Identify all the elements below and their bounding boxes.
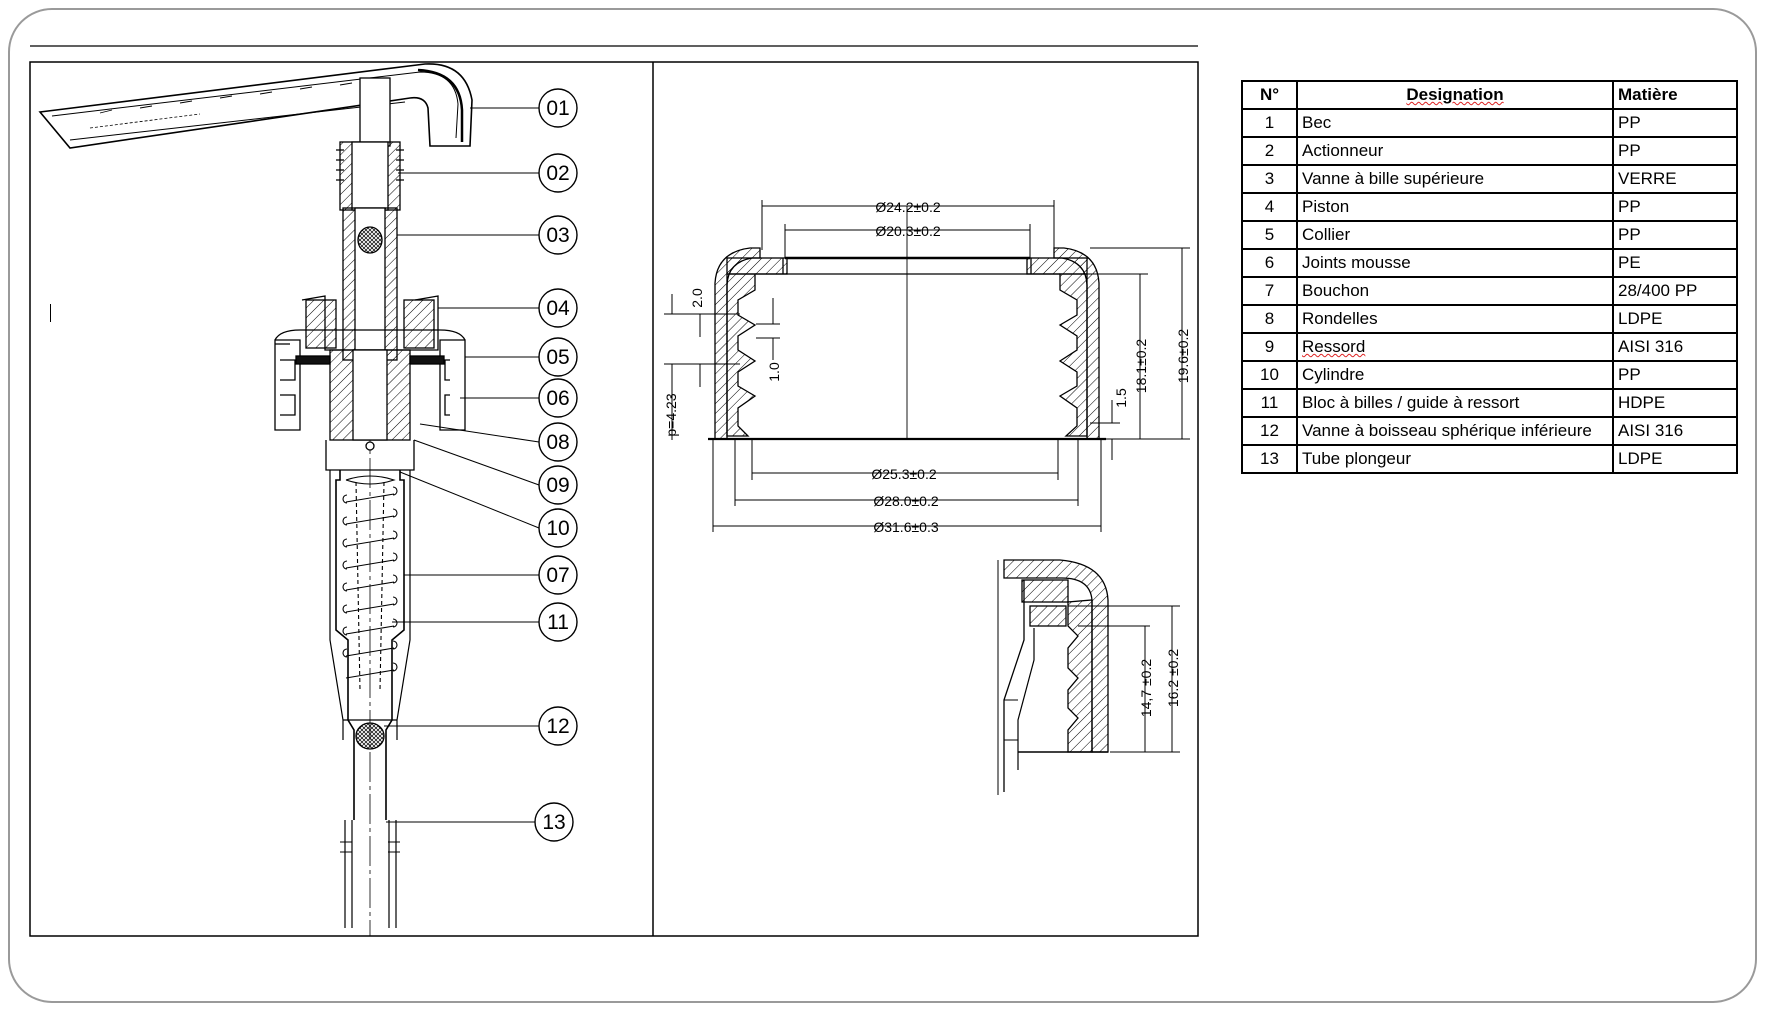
cap-dimension-labels: Ø24.2±0.2 Ø20.3±0.2 Ø25.3±0.2 Ø28.0±0.2 … (663, 199, 1191, 535)
svg-text:07: 07 (546, 564, 569, 587)
callout-05: 05 (538, 337, 578, 377)
svg-text:Ø31.6±0.3: Ø31.6±0.3 (873, 519, 938, 535)
callout-02: 02 (538, 153, 578, 193)
svg-text:Ø20.3±0.2: Ø20.3±0.2 (875, 223, 940, 239)
text-cursor (50, 304, 51, 322)
svg-text:12: 12 (546, 715, 569, 738)
svg-text:01: 01 (546, 97, 569, 120)
cap-section (708, 206, 1106, 441)
drawing-frame (29, 61, 1199, 937)
svg-text:04: 04 (546, 297, 570, 320)
header-designation: Designation (1296, 80, 1614, 110)
svg-text:Ø25.3±0.2: Ø25.3±0.2 (871, 466, 936, 482)
detail-dimensions (1068, 605, 1180, 753)
svg-text:10: 10 (546, 517, 569, 540)
callout-03: 03 (538, 215, 578, 255)
callout-04: 04 (538, 288, 578, 328)
svg-text:09: 09 (546, 474, 569, 497)
spring (342, 475, 398, 691)
header-material: Matière (1612, 80, 1738, 110)
callout-13: 13 (534, 802, 574, 842)
svg-text:13: 13 (542, 811, 565, 834)
header-num: N° (1241, 80, 1298, 110)
parts-table-header: N° Designation Matière (1241, 80, 1738, 110)
callout-07: 07 (538, 555, 578, 595)
callout-10: 10 (538, 508, 578, 548)
svg-text:Ø28.0±0.2: Ø28.0±0.2 (873, 493, 938, 509)
svg-text:05: 05 (546, 346, 569, 369)
svg-text:p=4.23: p=4.23 (663, 393, 679, 436)
leader-lines (384, 107, 540, 823)
svg-text:06: 06 (546, 387, 569, 410)
svg-text:18.1±0.2: 18.1±0.2 (1133, 339, 1149, 394)
svg-text:11: 11 (547, 611, 569, 634)
pump-assembly (38, 63, 473, 936)
svg-text:1.5: 1.5 (1113, 388, 1129, 408)
cap-dimensions (664, 200, 1190, 532)
callout-08: 08 (538, 422, 578, 462)
svg-text:08: 08 (546, 431, 569, 454)
svg-text:2.0: 2.0 (689, 288, 705, 308)
svg-text:16.2 ±0.2: 16.2 ±0.2 (1165, 649, 1181, 707)
svg-text:19.6±0.2: 19.6±0.2 (1175, 329, 1191, 384)
detail-section (997, 559, 1109, 795)
callout-01: 01 (538, 88, 578, 128)
svg-text:1.0: 1.0 (766, 362, 782, 382)
svg-text:03: 03 (546, 224, 569, 247)
callout-11: 11 (538, 602, 578, 642)
callouts: 01 02 03 04 05 06 08 09 10 07 11 12 13 (534, 88, 578, 842)
callout-12: 12 (538, 706, 578, 746)
svg-text:Ø24.2±0.2: Ø24.2±0.2 (875, 199, 940, 215)
callout-09: 09 (538, 465, 578, 505)
detail-dimension-labels: 14,7 ±0.2 16.2 ±0.2 (1138, 649, 1181, 717)
callout-06: 06 (538, 378, 578, 418)
svg-text:14,7 ±0.2: 14,7 ±0.2 (1138, 659, 1154, 717)
svg-text:02: 02 (546, 162, 569, 185)
